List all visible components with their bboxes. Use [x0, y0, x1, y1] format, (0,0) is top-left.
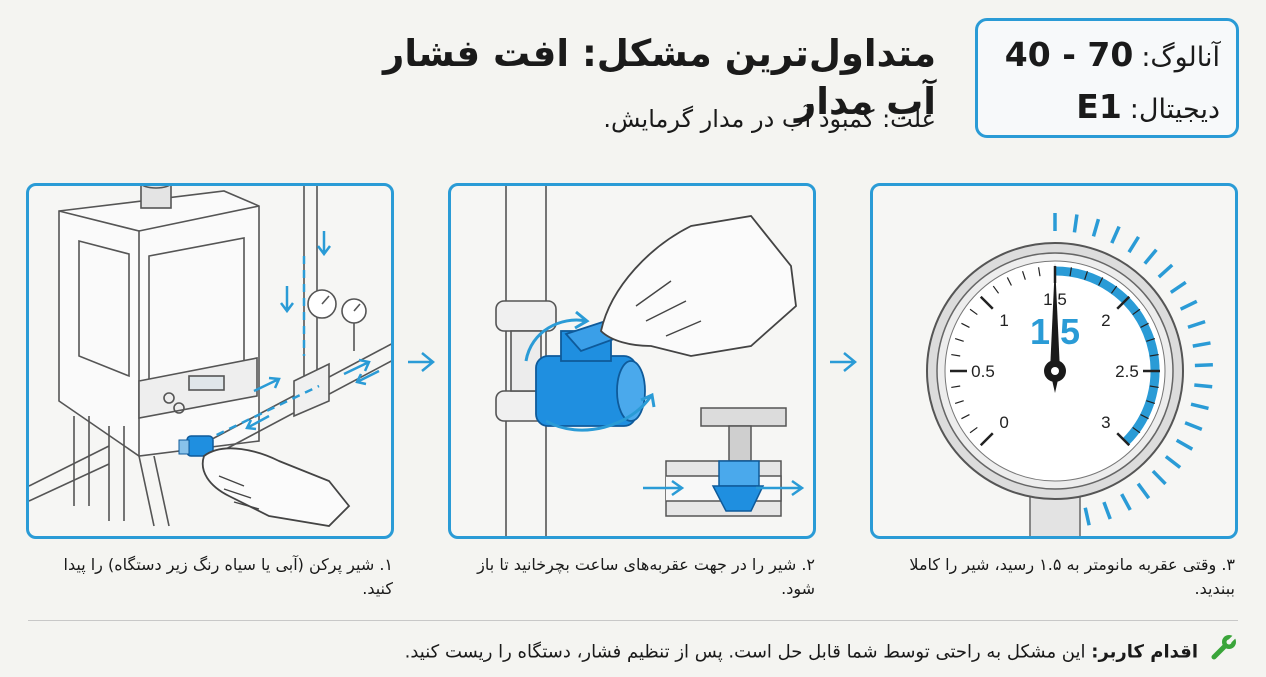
digital-label: دیجیتال: [1129, 94, 1220, 125]
gauge-minor-tick [1110, 285, 1118, 294]
gauge-minor-tick [969, 426, 978, 434]
analog-label: آنالوگ: [1141, 42, 1220, 73]
boiler-illustration [29, 186, 391, 527]
page-title: متداول‌ترین مشکل: افت فشار آب مدار [383, 32, 936, 123]
gauge-minor-tick [969, 308, 978, 316]
gauge-outer-tick [1127, 235, 1141, 254]
gauge-outer-tick [1179, 299, 1198, 311]
gauge-range-arc [1054, 266, 1160, 445]
gauge-minor-tick [961, 322, 970, 328]
gauge-minor-tick [1132, 308, 1141, 316]
gauge-outer-tick [1143, 248, 1158, 265]
step1-illustration-panel [26, 183, 394, 539]
gauge-outer-tick [1184, 421, 1203, 431]
gauge-outer-tick [1164, 455, 1182, 469]
gauge-minor-tick [954, 400, 964, 405]
gauge-tick-label: 0 [999, 413, 1008, 432]
gauge-outer-tick [1194, 363, 1213, 368]
gauge-outer-tick [1110, 225, 1121, 244]
gauge-outer-tick [1190, 402, 1209, 411]
arrow-right-icon [406, 350, 436, 378]
user-action-footer: اقدام کاربر: این مشکل به راحتی توسط شما … [338, 632, 1239, 672]
gauge-outer-ticks [1053, 213, 1213, 529]
gauge-minor-tick [1037, 267, 1041, 277]
step3-caption: ۳. وقتی عقربه مانومتر به ۱.۵ رسید، شیر ر… [909, 555, 1235, 598]
gauge-outer-tick [1120, 493, 1132, 511]
gauge-minor-tick [1149, 353, 1159, 357]
gauge-outer-tick [1083, 507, 1091, 526]
gauge-tick-label: 3 [1101, 413, 1110, 432]
gauge-minor-tick [1006, 277, 1012, 286]
gauge-minor-tick [961, 414, 970, 420]
gauge-minor-tick [1084, 270, 1089, 280]
gauge-outer-tick [1192, 341, 1211, 348]
step2-caption: ۲. شیر را در جهت عقربه‌های ساعت بچرخانید… [477, 555, 815, 598]
gauge-minor-tick [1146, 400, 1156, 405]
gauge-minor-tick [1140, 414, 1149, 420]
pressure-gauge: 00.511.522.53 1.5 [926, 213, 1213, 536]
gauge-major-tick [1116, 432, 1131, 447]
gauge-major-tick [1116, 295, 1131, 310]
gauge-minor-tick [954, 337, 964, 342]
analog-code-row: آنالوگ:40 - 70 [988, 35, 1220, 74]
gauge-minor-tick [1021, 270, 1026, 280]
step2-illustration-panel [448, 183, 816, 539]
gauge-tick-label: 1 [999, 311, 1008, 330]
footer-divider [28, 620, 1238, 621]
step3-illustration-panel: 00.511.522.53 1.5 [870, 183, 1238, 539]
gauge-outer-tick [1169, 280, 1187, 294]
gauge-dial-ticks [950, 266, 1160, 447]
gauge-outer-tick [1091, 218, 1101, 237]
gauge-tick-label: 2 [1101, 311, 1110, 330]
digital-code-row: دیجیتال:E1 [988, 87, 1220, 126]
gauge-outer-tick [1175, 438, 1194, 451]
gauge-minor-tick [992, 285, 1000, 294]
gauge-minor-tick [1098, 277, 1104, 286]
gauge-minor-tick [951, 385, 961, 389]
footer-text: این مشکل به راحتی توسط شما قابل حل است. … [404, 641, 1086, 663]
gauge-tick-label: 0.5 [971, 362, 995, 381]
gauge-outer-tick [1157, 263, 1174, 279]
gauge-outer-tick [1102, 501, 1112, 520]
error-code-box: آنالوگ:40 - 70 دیجیتال:E1 [975, 18, 1239, 138]
cause-text: علت: کمبود آب در مدار گرمایش. [603, 105, 936, 133]
gauge-outer-tick [1136, 482, 1151, 500]
gauge-minor-tick [1146, 337, 1156, 342]
arrow-right-icon [828, 350, 858, 378]
gauge-outer-tick [1194, 383, 1213, 389]
valve-illustration [495, 186, 805, 536]
gauge-outer-tick [1151, 469, 1167, 486]
gauge-major-tick [979, 295, 994, 310]
digital-value: E1 [1076, 87, 1122, 126]
gauge-minor-tick [1069, 267, 1073, 277]
gauge-outer-tick [1072, 214, 1079, 233]
wrench-icon [1210, 632, 1239, 672]
gauge-tick-label: 2.5 [1115, 362, 1139, 381]
gauge-minor-tick [1132, 426, 1141, 434]
gauge-major-tick [979, 432, 994, 447]
step1-caption: ۱. شیر پرکن (آبی یا سیاه رنگ زیر دستگاه)… [63, 555, 393, 598]
footer-label: اقدام کاربر: [1091, 641, 1198, 663]
gauge-minor-tick [1140, 322, 1149, 328]
analog-value: 40 - 70 [1004, 35, 1134, 74]
gauge-minor-tick [1149, 385, 1159, 389]
gauge-minor-tick [951, 353, 961, 357]
gauge-outer-tick [1187, 319, 1206, 329]
